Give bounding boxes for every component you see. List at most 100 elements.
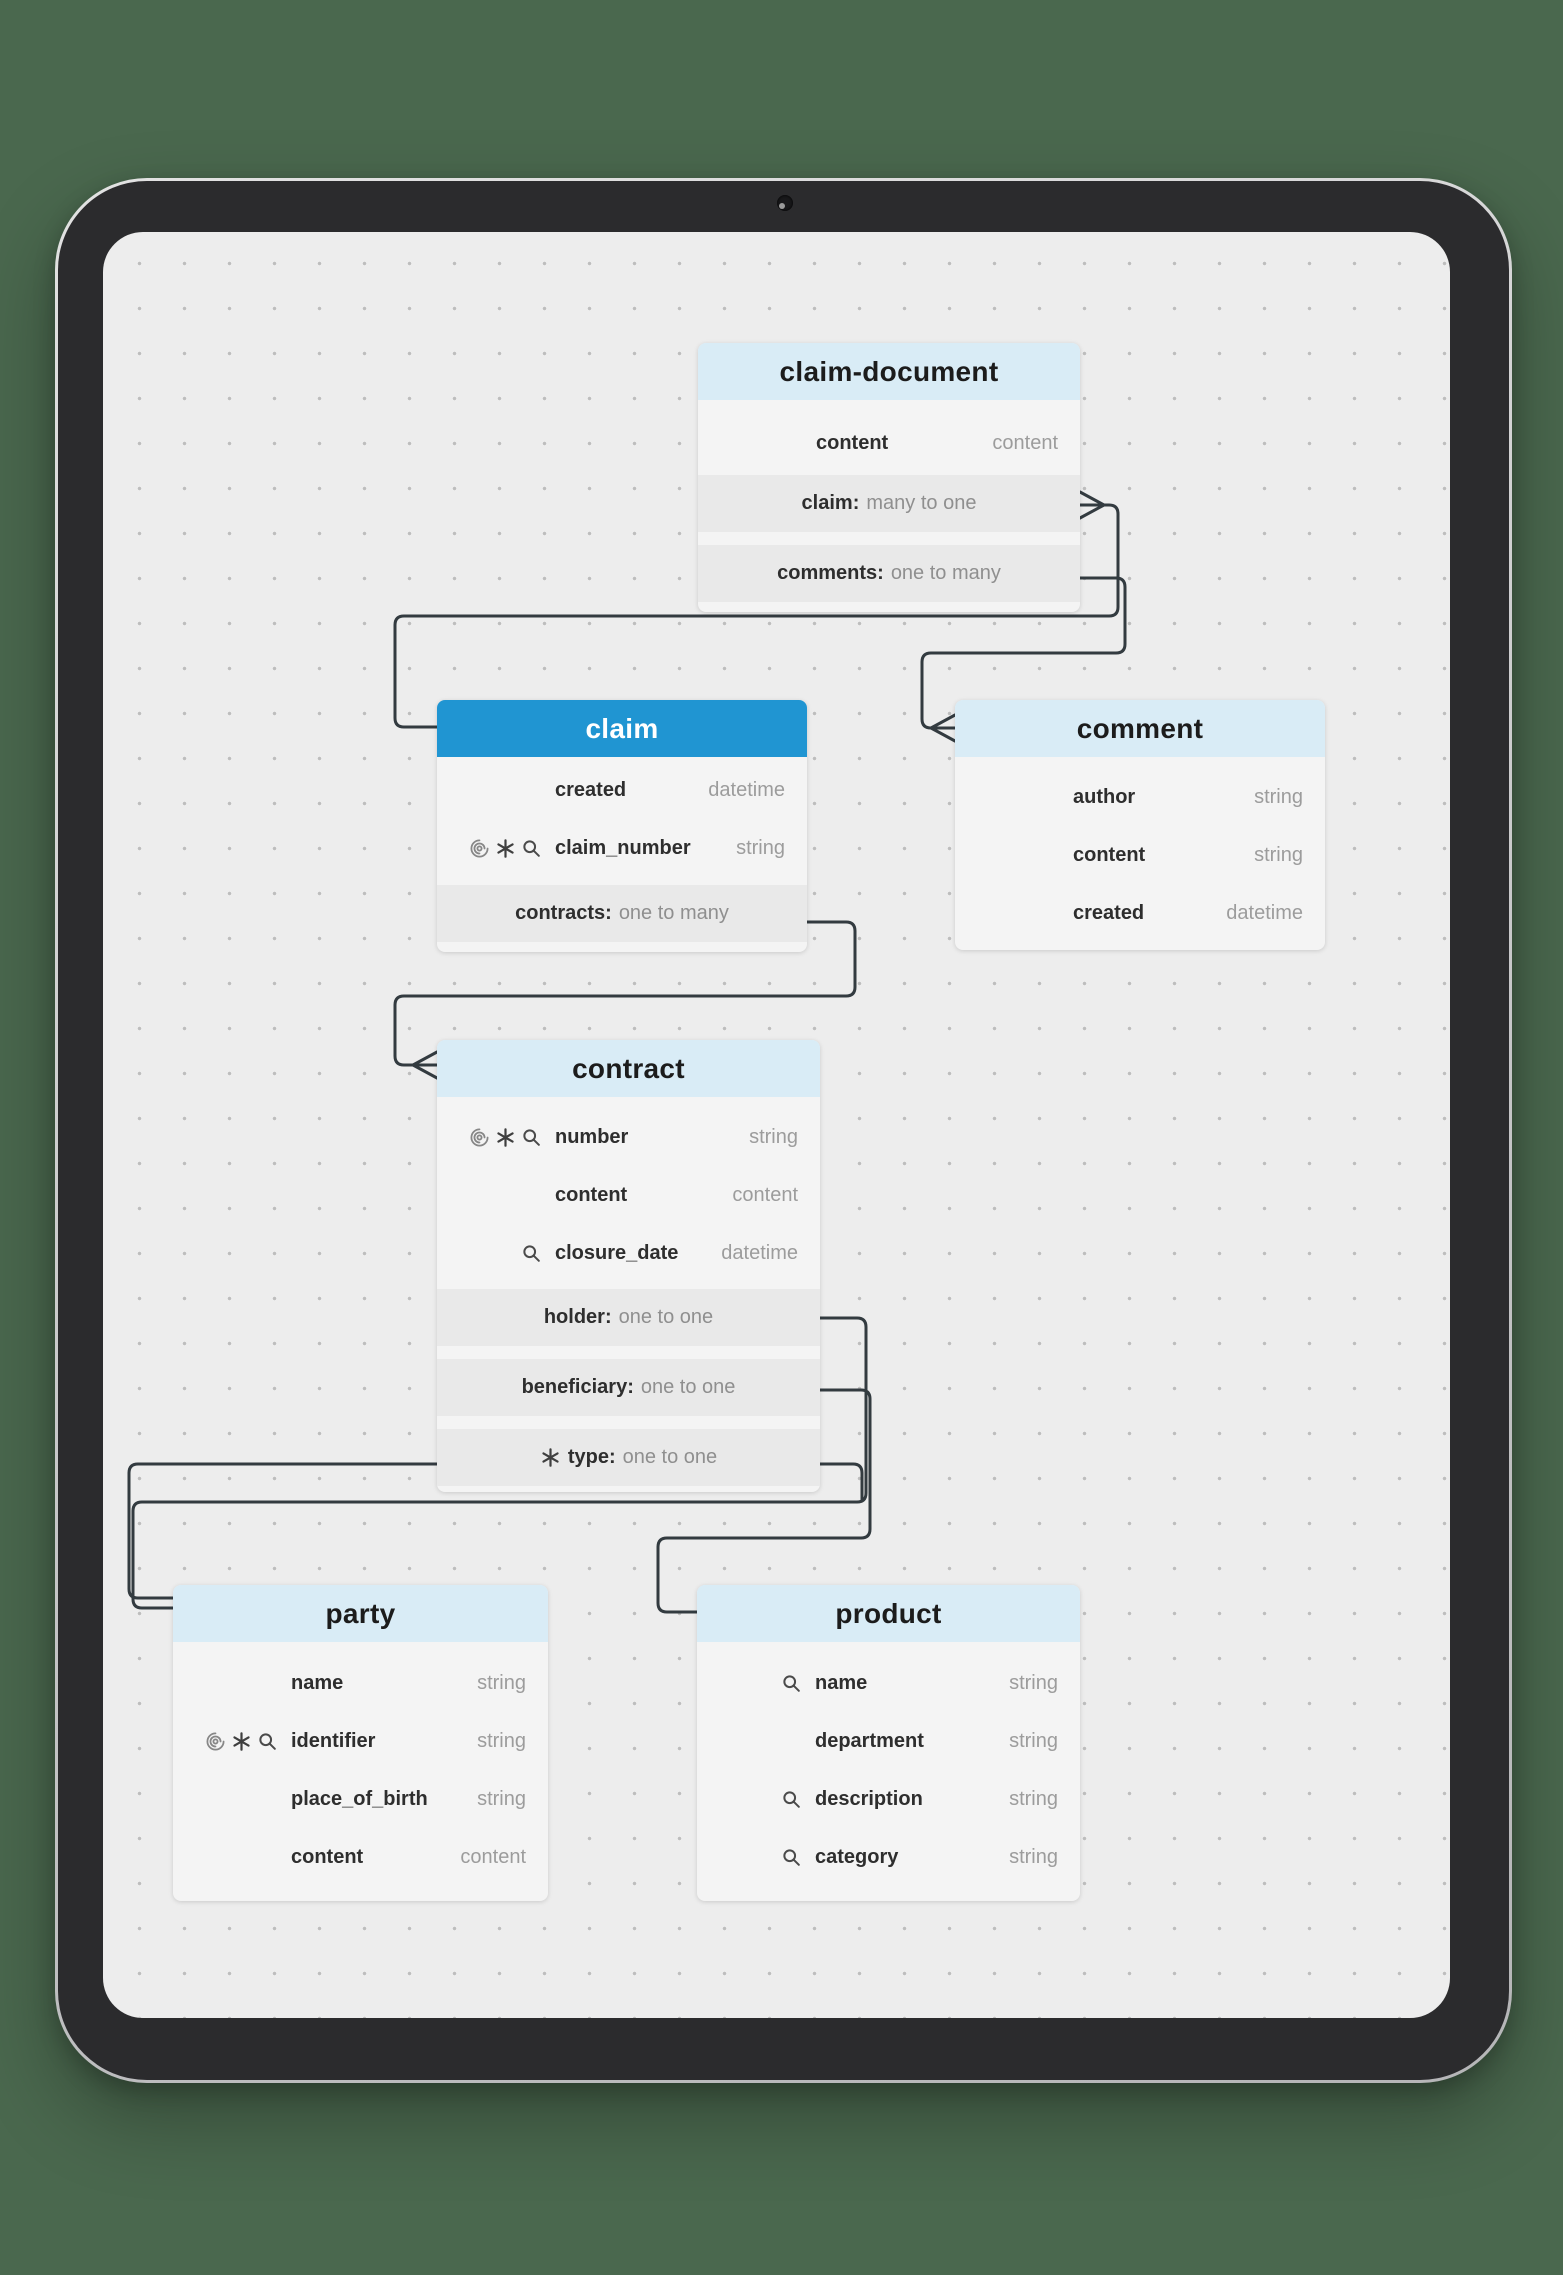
field-name: category xyxy=(815,1845,899,1868)
relationship-cardinality: one to one xyxy=(618,1306,714,1328)
camera-glint xyxy=(779,203,785,209)
relationship-cardinality: one to many xyxy=(890,562,1001,584)
field-row: identifier string xyxy=(173,1712,548,1770)
relationship-name: holder xyxy=(544,1306,612,1329)
field-name: place_of_birth xyxy=(291,1787,428,1810)
field-type: string xyxy=(1254,785,1303,808)
field-name: claim_number xyxy=(555,836,691,859)
field-name: created xyxy=(555,778,627,801)
field-name: name xyxy=(291,1671,344,1694)
field-name: content xyxy=(555,1183,628,1206)
field-type: string xyxy=(736,836,785,859)
entity-title[interactable]: product xyxy=(697,1585,1080,1642)
field-name: department xyxy=(815,1729,924,1752)
field-type: string xyxy=(477,1729,526,1752)
relationship-edge xyxy=(131,1316,868,1610)
field-row: claim_number string xyxy=(437,819,807,877)
tablet-screen: claim-document content content claim many to… xyxy=(103,232,1450,2018)
field-icons xyxy=(697,1847,802,1868)
search-icon xyxy=(259,1732,276,1750)
relationship-name: contracts xyxy=(515,902,612,925)
field-row: category string xyxy=(697,1828,1080,1886)
entity-title[interactable]: contract xyxy=(437,1040,820,1097)
field-icons xyxy=(697,1673,802,1694)
field-icons xyxy=(173,1731,278,1752)
field-row: content content xyxy=(173,1828,548,1886)
field-name: content xyxy=(816,431,889,454)
field-row: content content xyxy=(698,414,1080,472)
search-icon xyxy=(783,1848,800,1866)
relationship-row: claim many to one xyxy=(698,475,1080,532)
relationship-cardinality: one to one xyxy=(622,1446,718,1468)
relationship-name: claim xyxy=(802,492,860,515)
field-name: number xyxy=(555,1125,629,1148)
asterisk-icon xyxy=(542,1448,559,1467)
field-name: name xyxy=(815,1671,868,1694)
entity-comment[interactable]: comment author string content string created d… xyxy=(955,700,1325,950)
field-row: created datetime xyxy=(955,884,1325,942)
relationship-cardinality: one to one xyxy=(640,1376,736,1398)
entity-title[interactable]: claim xyxy=(437,700,807,757)
relationship-cardinality: one to many xyxy=(618,902,729,924)
relationship-edge xyxy=(393,490,1120,729)
field-type: datetime xyxy=(1226,901,1303,924)
relationship-cardinality: many to one xyxy=(866,492,977,514)
field-type: content xyxy=(460,1845,526,1868)
relationship-edge xyxy=(656,1388,872,1614)
entity-body: content content claim many to one commentson… xyxy=(698,400,1080,612)
field-icons xyxy=(697,1789,802,1810)
relationship-row: commentsone to many xyxy=(698,545,1080,602)
field-name: content xyxy=(291,1845,364,1868)
entity-title[interactable]: comment xyxy=(955,700,1325,757)
field-name: content xyxy=(1073,843,1146,866)
relationship-edge xyxy=(920,576,1127,743)
tablet-bezel: claim-document content content claim many to… xyxy=(58,181,1509,2080)
asterisk-icon xyxy=(497,838,514,858)
field-name: author xyxy=(1073,785,1136,808)
search-icon xyxy=(783,1790,800,1808)
diagram-canvas[interactable]: claim-document content content claim many to… xyxy=(103,232,1450,2018)
field-row: place_of_birth string xyxy=(173,1770,548,1828)
fingerprint-icon xyxy=(470,1128,489,1146)
entity-claim-document[interactable]: claim-document content content claim many to… xyxy=(698,343,1080,612)
field-icons xyxy=(437,838,542,859)
field-type: string xyxy=(477,1671,526,1694)
field-name: identifier xyxy=(291,1729,376,1752)
relationship-row: beneficiaryone to one xyxy=(437,1359,820,1416)
field-icons xyxy=(437,1127,542,1148)
entity-title[interactable]: party xyxy=(173,1585,548,1642)
relationship-name: type xyxy=(568,1446,616,1469)
relationship-row: type one to one xyxy=(437,1429,820,1486)
field-type: content xyxy=(992,431,1058,454)
field-row: content string xyxy=(955,826,1325,884)
search-icon xyxy=(783,1674,800,1692)
field-type: datetime xyxy=(721,1241,798,1264)
relationship-edge xyxy=(818,1462,864,1503)
relationship-row: contracts one to many xyxy=(437,885,807,942)
field-icons xyxy=(437,1243,542,1264)
search-icon xyxy=(523,839,540,857)
entity-body: author string content string created datetime xyxy=(955,757,1325,950)
relationship-edge xyxy=(393,920,857,1080)
asterisk-icon xyxy=(233,1731,250,1751)
field-name: created xyxy=(1073,901,1145,924)
field-type: string xyxy=(1254,843,1303,866)
field-type: string xyxy=(1009,1845,1058,1868)
edges-layer xyxy=(127,490,1127,1614)
entity-title[interactable]: claim-document xyxy=(698,343,1080,400)
field-type: string xyxy=(477,1787,526,1810)
fingerprint-icon xyxy=(470,839,489,857)
